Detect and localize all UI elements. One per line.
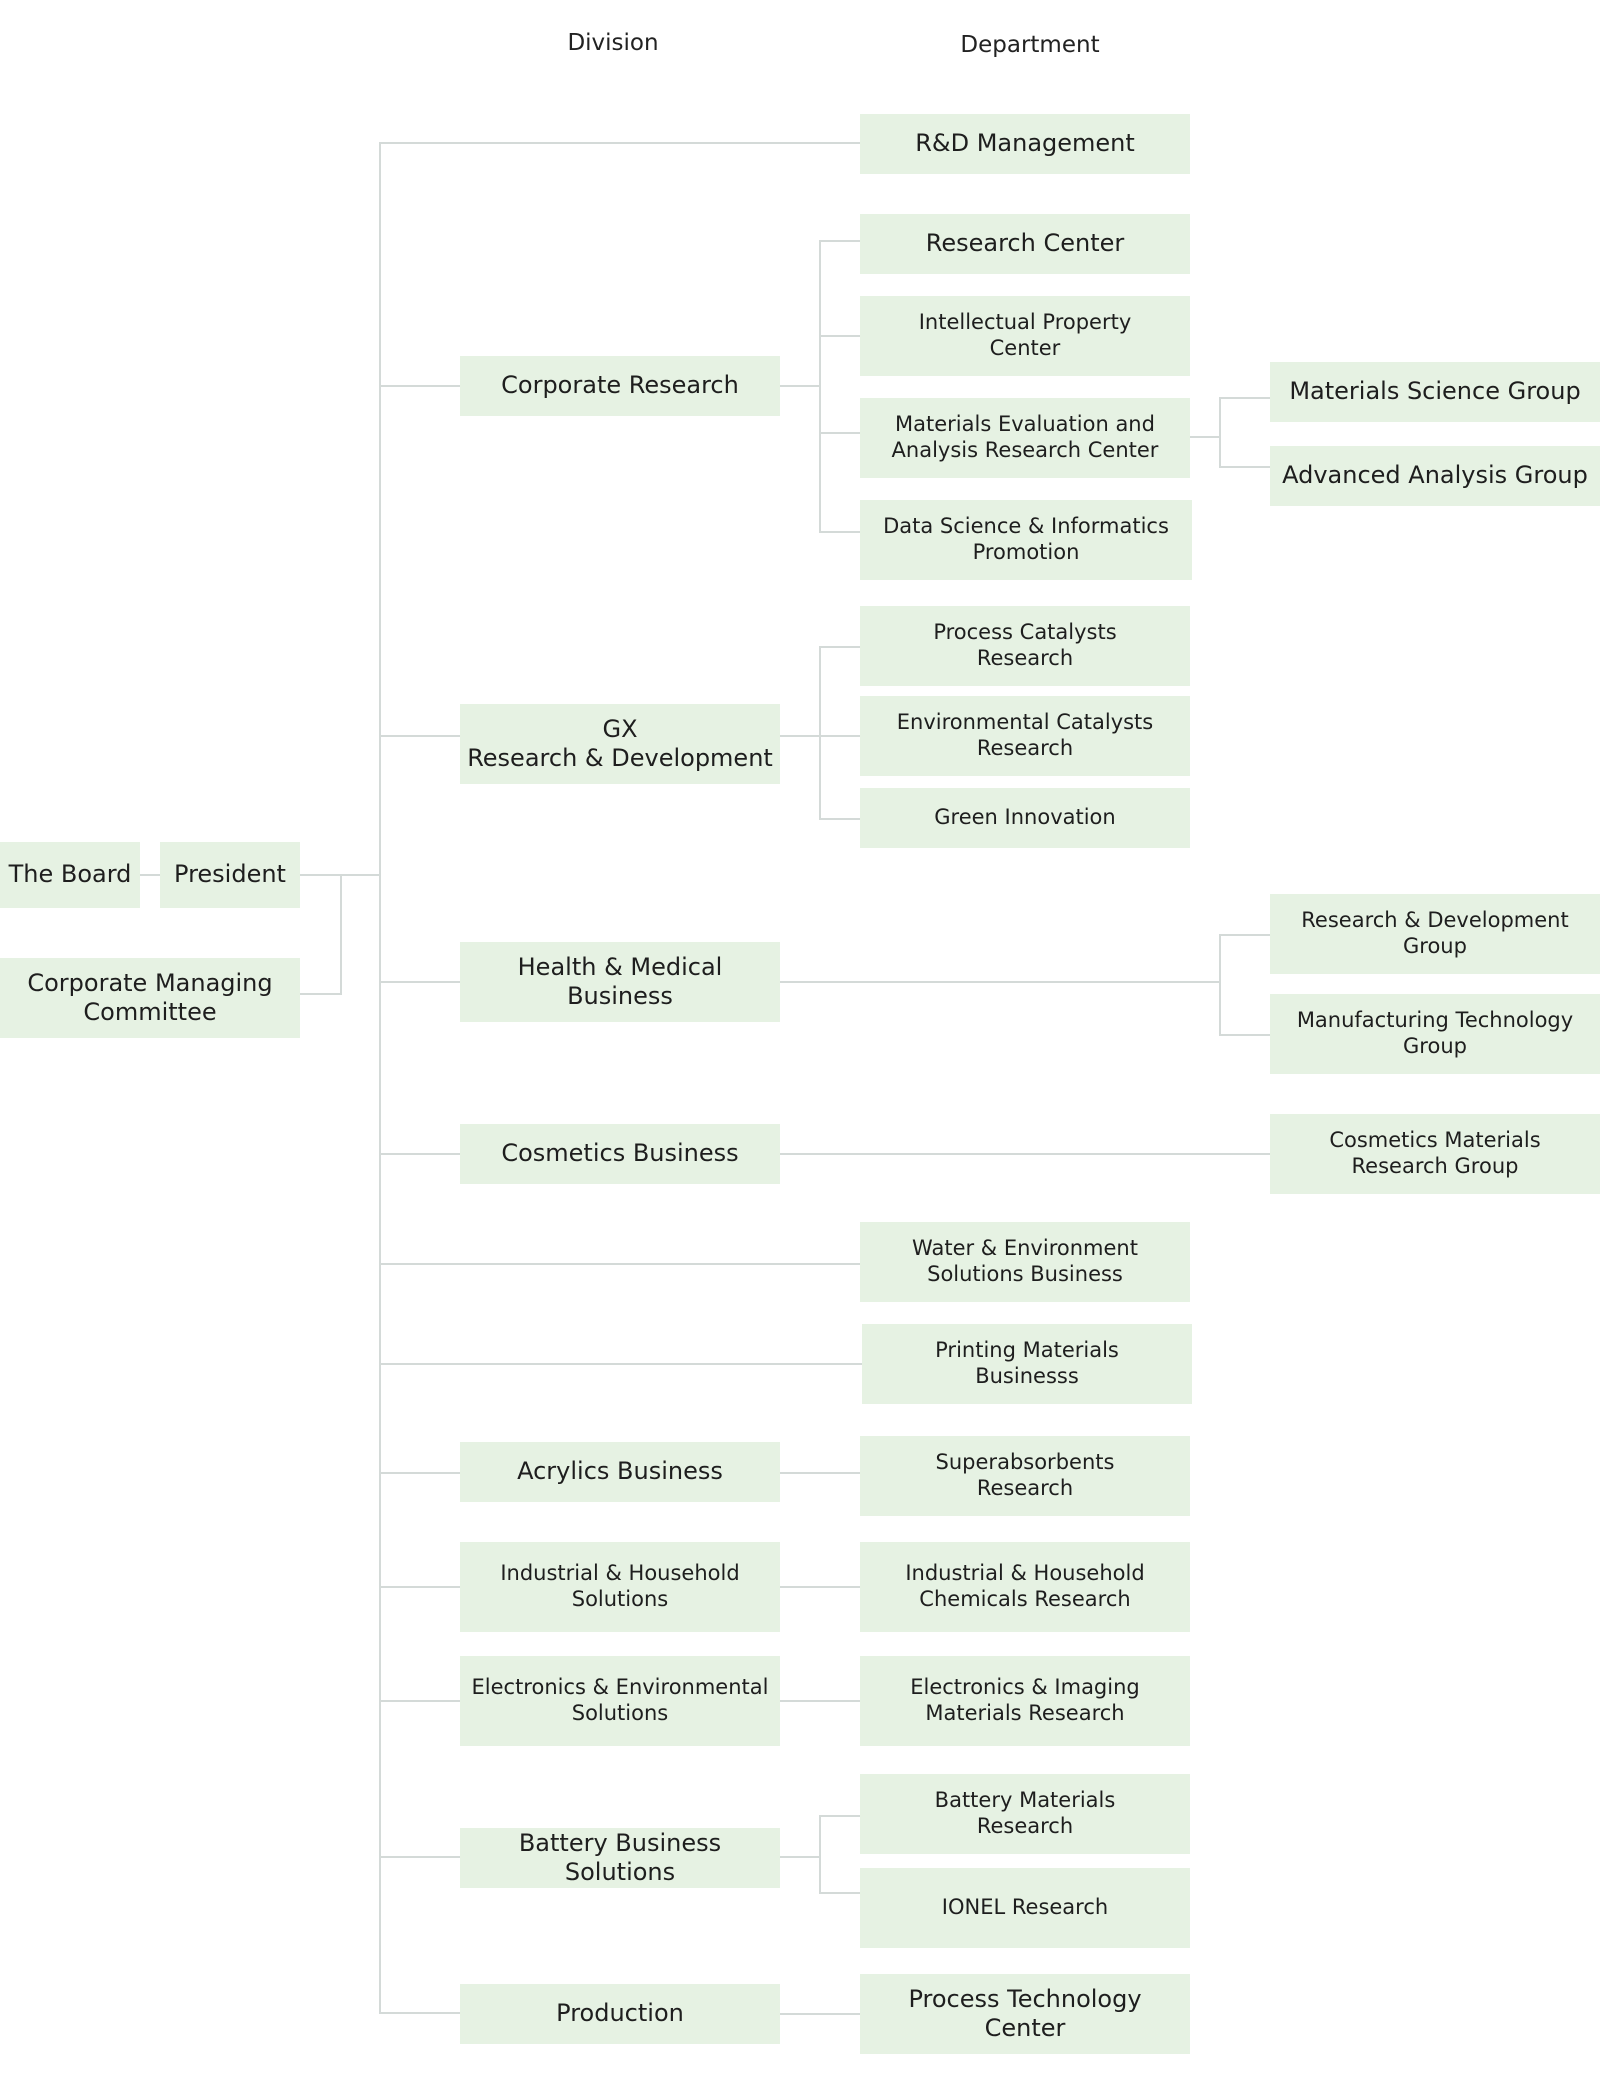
- connector-main-trunk: [379, 142, 381, 2013]
- connector-gx-vertical: [819, 646, 821, 819]
- division-industrial-household[interactable]: Industrial & Household Solutions: [460, 1542, 780, 1632]
- connector-research-center: [819, 240, 860, 242]
- division-corporate-research[interactable]: Corporate Research: [460, 356, 780, 416]
- division-electronics-environmental[interactable]: Electronics & Environmental Solutions: [460, 1656, 780, 1746]
- dept-ionel-research[interactable]: IONEL Research: [860, 1868, 1190, 1948]
- dept-industrial-chemicals[interactable]: Industrial & Household Chemicals Researc…: [860, 1542, 1190, 1632]
- connector-industrial: [379, 1586, 460, 1588]
- group-materials-science[interactable]: Materials Science Group: [1270, 362, 1600, 422]
- connector-electronics-out: [780, 1700, 860, 1702]
- connector-committee-vertical: [340, 874, 342, 995]
- group-cosmetics-materials[interactable]: Cosmetics Materials Research Group: [1270, 1114, 1600, 1194]
- dept-process-catalysts[interactable]: Process Catalysts Research: [860, 606, 1190, 686]
- node-the-board[interactable]: The Board: [0, 842, 140, 908]
- connector-me-vertical: [1219, 397, 1221, 468]
- connector-battery-materials: [819, 1815, 860, 1817]
- dept-environmental-catalysts[interactable]: Environmental Catalysts Research: [860, 696, 1190, 776]
- connector-health: [379, 981, 460, 983]
- connector-rd-management: [379, 142, 860, 144]
- dept-printing-materials[interactable]: Printing Materials Businesss: [862, 1324, 1192, 1404]
- connector-battery-vertical: [819, 1815, 821, 1894]
- dept-battery-materials[interactable]: Battery Materials Research: [860, 1774, 1190, 1854]
- dept-materials-evaluation[interactable]: Materials Evaluation and Analysis Resear…: [860, 398, 1190, 478]
- connector-ip-center: [819, 335, 860, 337]
- column-header-department: Department: [960, 32, 1100, 58]
- connector-me-out: [1190, 436, 1221, 438]
- connector-board-president: [140, 874, 160, 876]
- group-rd[interactable]: Research & Development Group: [1270, 894, 1600, 974]
- dept-electronics-imaging[interactable]: Electronics & Imaging Materials Research: [860, 1656, 1190, 1746]
- connector-advanced-analysis: [1219, 466, 1270, 468]
- connector-gx: [379, 735, 460, 737]
- dept-green-innovation[interactable]: Green Innovation: [860, 788, 1190, 848]
- connector-cr-vertical: [819, 240, 821, 533]
- connector-corporate-research: [379, 385, 460, 387]
- connector-committee: [300, 993, 342, 995]
- dept-rd-management[interactable]: R&D Management: [860, 114, 1190, 174]
- group-manufacturing-technology[interactable]: Manufacturing Technology Group: [1270, 994, 1600, 1074]
- connector-battery-out: [780, 1856, 821, 1858]
- dept-process-technology[interactable]: Process Technology Center: [860, 1974, 1190, 2054]
- connector-rd-group: [1219, 934, 1270, 936]
- division-acrylics[interactable]: Acrylics Business: [460, 1442, 780, 1502]
- dept-water-environment[interactable]: Water & Environment Solutions Business: [860, 1222, 1190, 1302]
- connector-process-catalysts: [819, 646, 860, 648]
- connector-ionel: [819, 1892, 860, 1894]
- dept-superabsorbents[interactable]: Superabsorbents Research: [860, 1436, 1190, 1516]
- connector-acrylics-out: [780, 1472, 860, 1474]
- division-battery-business[interactable]: Battery Business Solutions: [460, 1828, 780, 1888]
- connector-production-out: [780, 2013, 860, 2015]
- connector-electronics: [379, 1700, 460, 1702]
- connector-cosmetics-out: [780, 1153, 1270, 1155]
- group-advanced-analysis[interactable]: Advanced Analysis Group: [1270, 446, 1600, 506]
- division-health-medical[interactable]: Health & Medical Business: [460, 942, 780, 1022]
- connector-data-science: [819, 531, 860, 533]
- connector-green-innovation: [819, 818, 860, 820]
- connector-water-env: [379, 1263, 860, 1265]
- division-gx-rd[interactable]: GX Research & Development: [460, 704, 780, 784]
- division-production[interactable]: Production: [460, 1984, 780, 2044]
- connector-health-vertical: [1219, 934, 1221, 1035]
- connector-industrial-out: [780, 1586, 860, 1588]
- connector-materials-science: [1219, 397, 1270, 399]
- dept-research-center[interactable]: Research Center: [860, 214, 1190, 274]
- connector-health-out: [780, 981, 1221, 983]
- dept-ip-center[interactable]: Intellectual Property Center: [860, 296, 1190, 376]
- connector-printing: [379, 1363, 862, 1365]
- node-president[interactable]: President: [160, 842, 300, 908]
- connector-cr-out: [780, 385, 821, 387]
- connector-materials-eval: [819, 432, 860, 434]
- connector-production: [379, 2012, 460, 2014]
- node-corporate-managing-committee[interactable]: Corporate Managing Committee: [0, 958, 300, 1038]
- column-header-division: Division: [567, 30, 659, 56]
- connector-battery: [379, 1856, 460, 1858]
- division-cosmetics[interactable]: Cosmetics Business: [460, 1124, 780, 1184]
- dept-data-science[interactable]: Data Science & Informatics Promotion: [860, 500, 1192, 580]
- connector-acrylics: [379, 1472, 460, 1474]
- connector-cosmetics: [379, 1153, 460, 1155]
- connector-manufacturing-group: [1219, 1034, 1270, 1036]
